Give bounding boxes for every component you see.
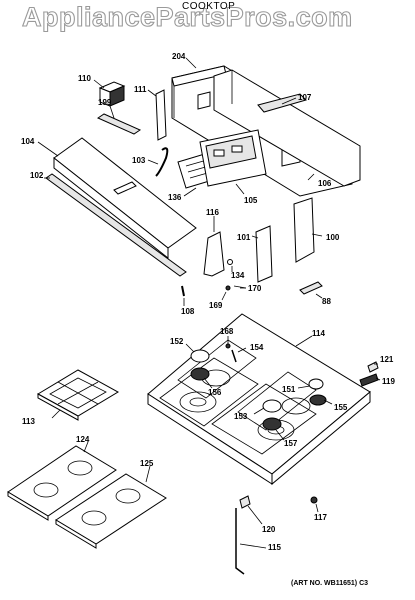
callout-115: 115 (268, 543, 281, 552)
part-104-front-panel (53, 137, 197, 260)
callout-104: 104 (21, 137, 35, 146)
callout-110: 110 (78, 74, 91, 83)
callout-117: 117 (314, 513, 327, 522)
art-number: (ART NO. WB11651) C3 (291, 580, 369, 587)
callout-102: 102 (30, 171, 44, 180)
callout-107: 107 (298, 93, 312, 102)
callout-168: 168 (220, 327, 234, 336)
callout-121: 121 (380, 355, 394, 364)
callout-204: 204 (172, 52, 186, 61)
callout-124: 124 (76, 435, 90, 444)
part-169 (225, 285, 231, 291)
diagram-title: COOKTOP (182, 1, 236, 12)
part-168-igniter (225, 343, 231, 349)
part-105-control-board (199, 129, 267, 187)
part-113-grate (36, 369, 120, 421)
callout-103: 103 (132, 156, 146, 165)
callout-153: 153 (234, 412, 248, 421)
part-102-rail (45, 173, 187, 277)
callout-157: 157 (284, 439, 298, 448)
part-117 (310, 496, 318, 504)
part-154-electrode (231, 349, 237, 363)
callout-105: 105 (244, 196, 258, 205)
callout-114: 114 (312, 329, 325, 338)
part-199-strip (96, 113, 142, 135)
callout-labels: 204 110 111 107 199 104 103 102 136 105 … (21, 52, 395, 552)
part-101-bracket (255, 225, 273, 283)
callout-101: 101 (237, 233, 251, 242)
site-watermark: AppliancePartsPros.com (21, 1, 353, 32)
part-155-burner (309, 394, 327, 406)
part-134 (227, 259, 233, 265)
part-157-burner (262, 417, 282, 431)
part-151-cap (308, 378, 324, 390)
part-124-drip-pan (7, 445, 117, 521)
part-88-block (299, 281, 323, 295)
part-116-bracket (203, 231, 225, 277)
part-108-screw (181, 285, 185, 297)
part-125-drip-pan (55, 473, 167, 549)
callout-88: 88 (322, 297, 331, 306)
part-100-bracket (293, 197, 315, 263)
callout-199: 199 (98, 98, 112, 107)
callout-113: 113 (22, 417, 35, 426)
callout-134: 134 (231, 271, 245, 280)
callout-136: 136 (168, 193, 182, 202)
leader-lines (37, 57, 381, 549)
callout-100: 100 (326, 233, 340, 242)
part-156-burner (190, 367, 210, 381)
callout-151: 151 (282, 385, 296, 394)
callout-108: 108 (181, 307, 195, 316)
callout-119: 119 (382, 377, 395, 386)
callout-169: 169 (209, 301, 223, 310)
part-119 (359, 373, 379, 387)
callout-155: 155 (334, 403, 348, 412)
callout-156: 156 (208, 388, 222, 397)
callout-152: 152 (170, 337, 184, 346)
callout-106: 106 (318, 179, 332, 188)
callout-111: 111 (134, 85, 147, 94)
part-120 (239, 495, 251, 509)
callout-116: 116 (206, 208, 219, 217)
callout-170: 170 (248, 284, 262, 293)
callout-125: 125 (140, 459, 154, 468)
callout-154: 154 (250, 343, 264, 352)
part-153-cap (262, 399, 282, 413)
part-115-tube (235, 508, 245, 575)
part-121 (367, 361, 379, 373)
part-103-rod (155, 147, 169, 177)
part-152-cap (190, 349, 210, 363)
part-111-bracket (155, 89, 167, 141)
callout-120: 120 (262, 525, 276, 534)
